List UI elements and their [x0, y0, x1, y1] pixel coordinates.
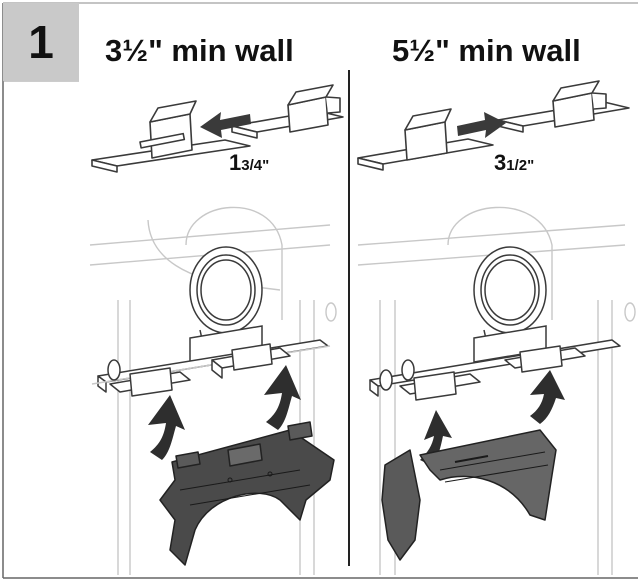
left-lift-arrow-2 [264, 365, 301, 430]
left-dimension-label: 13/4" [229, 150, 269, 176]
left-carrier-part [159, 421, 335, 566]
right-dimension-label: 31/2" [494, 150, 534, 176]
right-lift-arrow-2 [530, 370, 565, 424]
right-dimension-whole: 3 [494, 150, 507, 175]
left-lift-arrow-1 [148, 395, 185, 460]
right-elbow-pipe [473, 246, 547, 363]
right-slide-arrow [457, 112, 506, 138]
left-mount-rail [91, 339, 331, 397]
right-mount-rail [369, 339, 621, 401]
right-slide-bracket [357, 80, 630, 171]
right-panel-title: 5½" min wall [392, 33, 581, 68]
left-panel-title: 3½" min wall [105, 33, 294, 68]
right-carrier-part [381, 429, 557, 561]
left-dimension-whole: 1 [229, 150, 242, 175]
step-number: 1 [28, 16, 54, 68]
left-slide-bracket [91, 84, 344, 173]
right-lift-arrow-1 [420, 410, 452, 466]
right-dimension-fraction: 1/2" [506, 157, 535, 174]
left-dimension-fraction: 3/4" [241, 157, 270, 174]
left-slide-arrow [200, 112, 251, 138]
step-number-box: 1 [3, 3, 79, 81]
left-elbow-pipe [189, 246, 263, 363]
